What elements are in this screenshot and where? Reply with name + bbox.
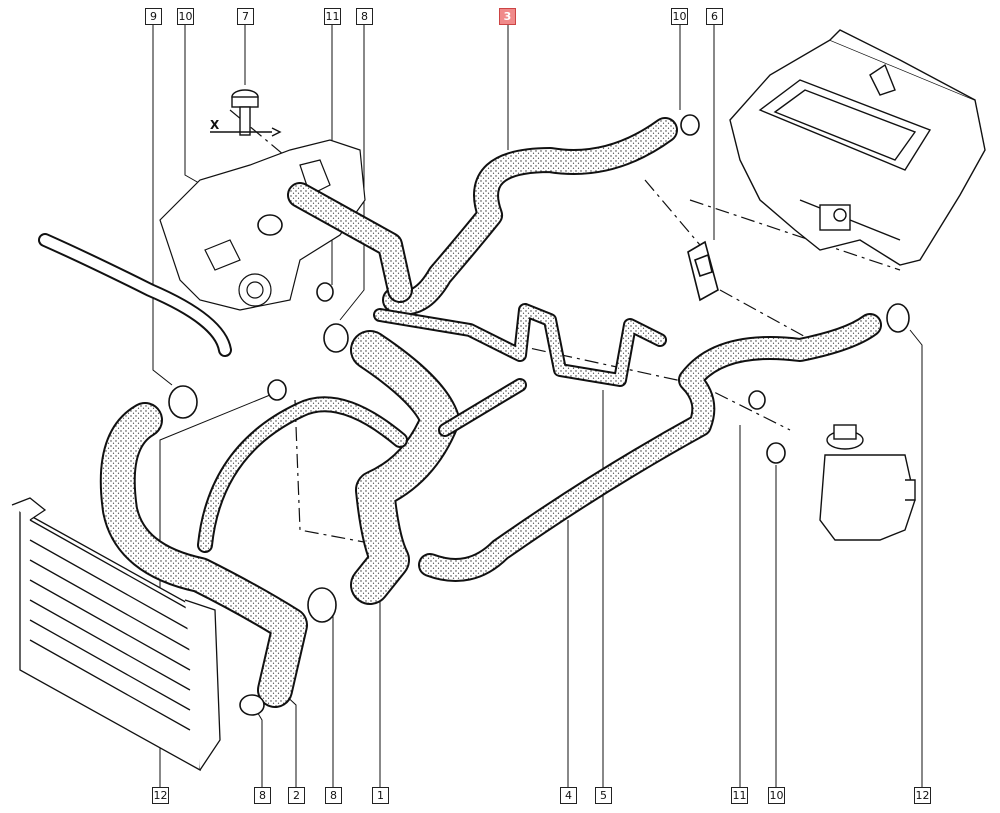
callout-8[interactable]: 8 — [325, 787, 342, 804]
leader-lines — [152, 25, 923, 787]
callout-7[interactable]: 7 — [237, 8, 254, 25]
callout-1[interactable]: 1 — [372, 787, 389, 804]
hose-connector-6 — [687, 240, 719, 302]
callout-8[interactable]: 8 — [356, 8, 373, 25]
callout-6[interactable]: 6 — [706, 8, 723, 25]
radiator — [11, 497, 221, 772]
callout-8[interactable]: 8 — [254, 787, 271, 804]
callout-10[interactable]: 10 — [768, 787, 785, 804]
callout-5[interactable]: 5 — [595, 787, 612, 804]
callout-11[interactable]: 11 — [324, 8, 341, 25]
callout-10[interactable]: 10 — [671, 8, 688, 25]
callout-11[interactable]: 11 — [731, 787, 748, 804]
callout-9[interactable]: 9 — [145, 8, 162, 25]
callout-2[interactable]: 2 — [288, 787, 305, 804]
callout-12[interactable]: 12 — [914, 787, 931, 804]
hoses — [38, 117, 882, 708]
clamps — [168, 114, 910, 716]
axis-x-label: X — [210, 118, 220, 132]
bleed-screw — [210, 89, 282, 137]
callout-3-selected[interactable]: 3 — [499, 8, 516, 25]
heater-box — [729, 29, 986, 266]
callout-10[interactable]: 10 — [177, 8, 194, 25]
callout-12[interactable]: 12 — [152, 787, 169, 804]
expansion-tank — [819, 424, 916, 541]
callout-4[interactable]: 4 — [560, 787, 577, 804]
